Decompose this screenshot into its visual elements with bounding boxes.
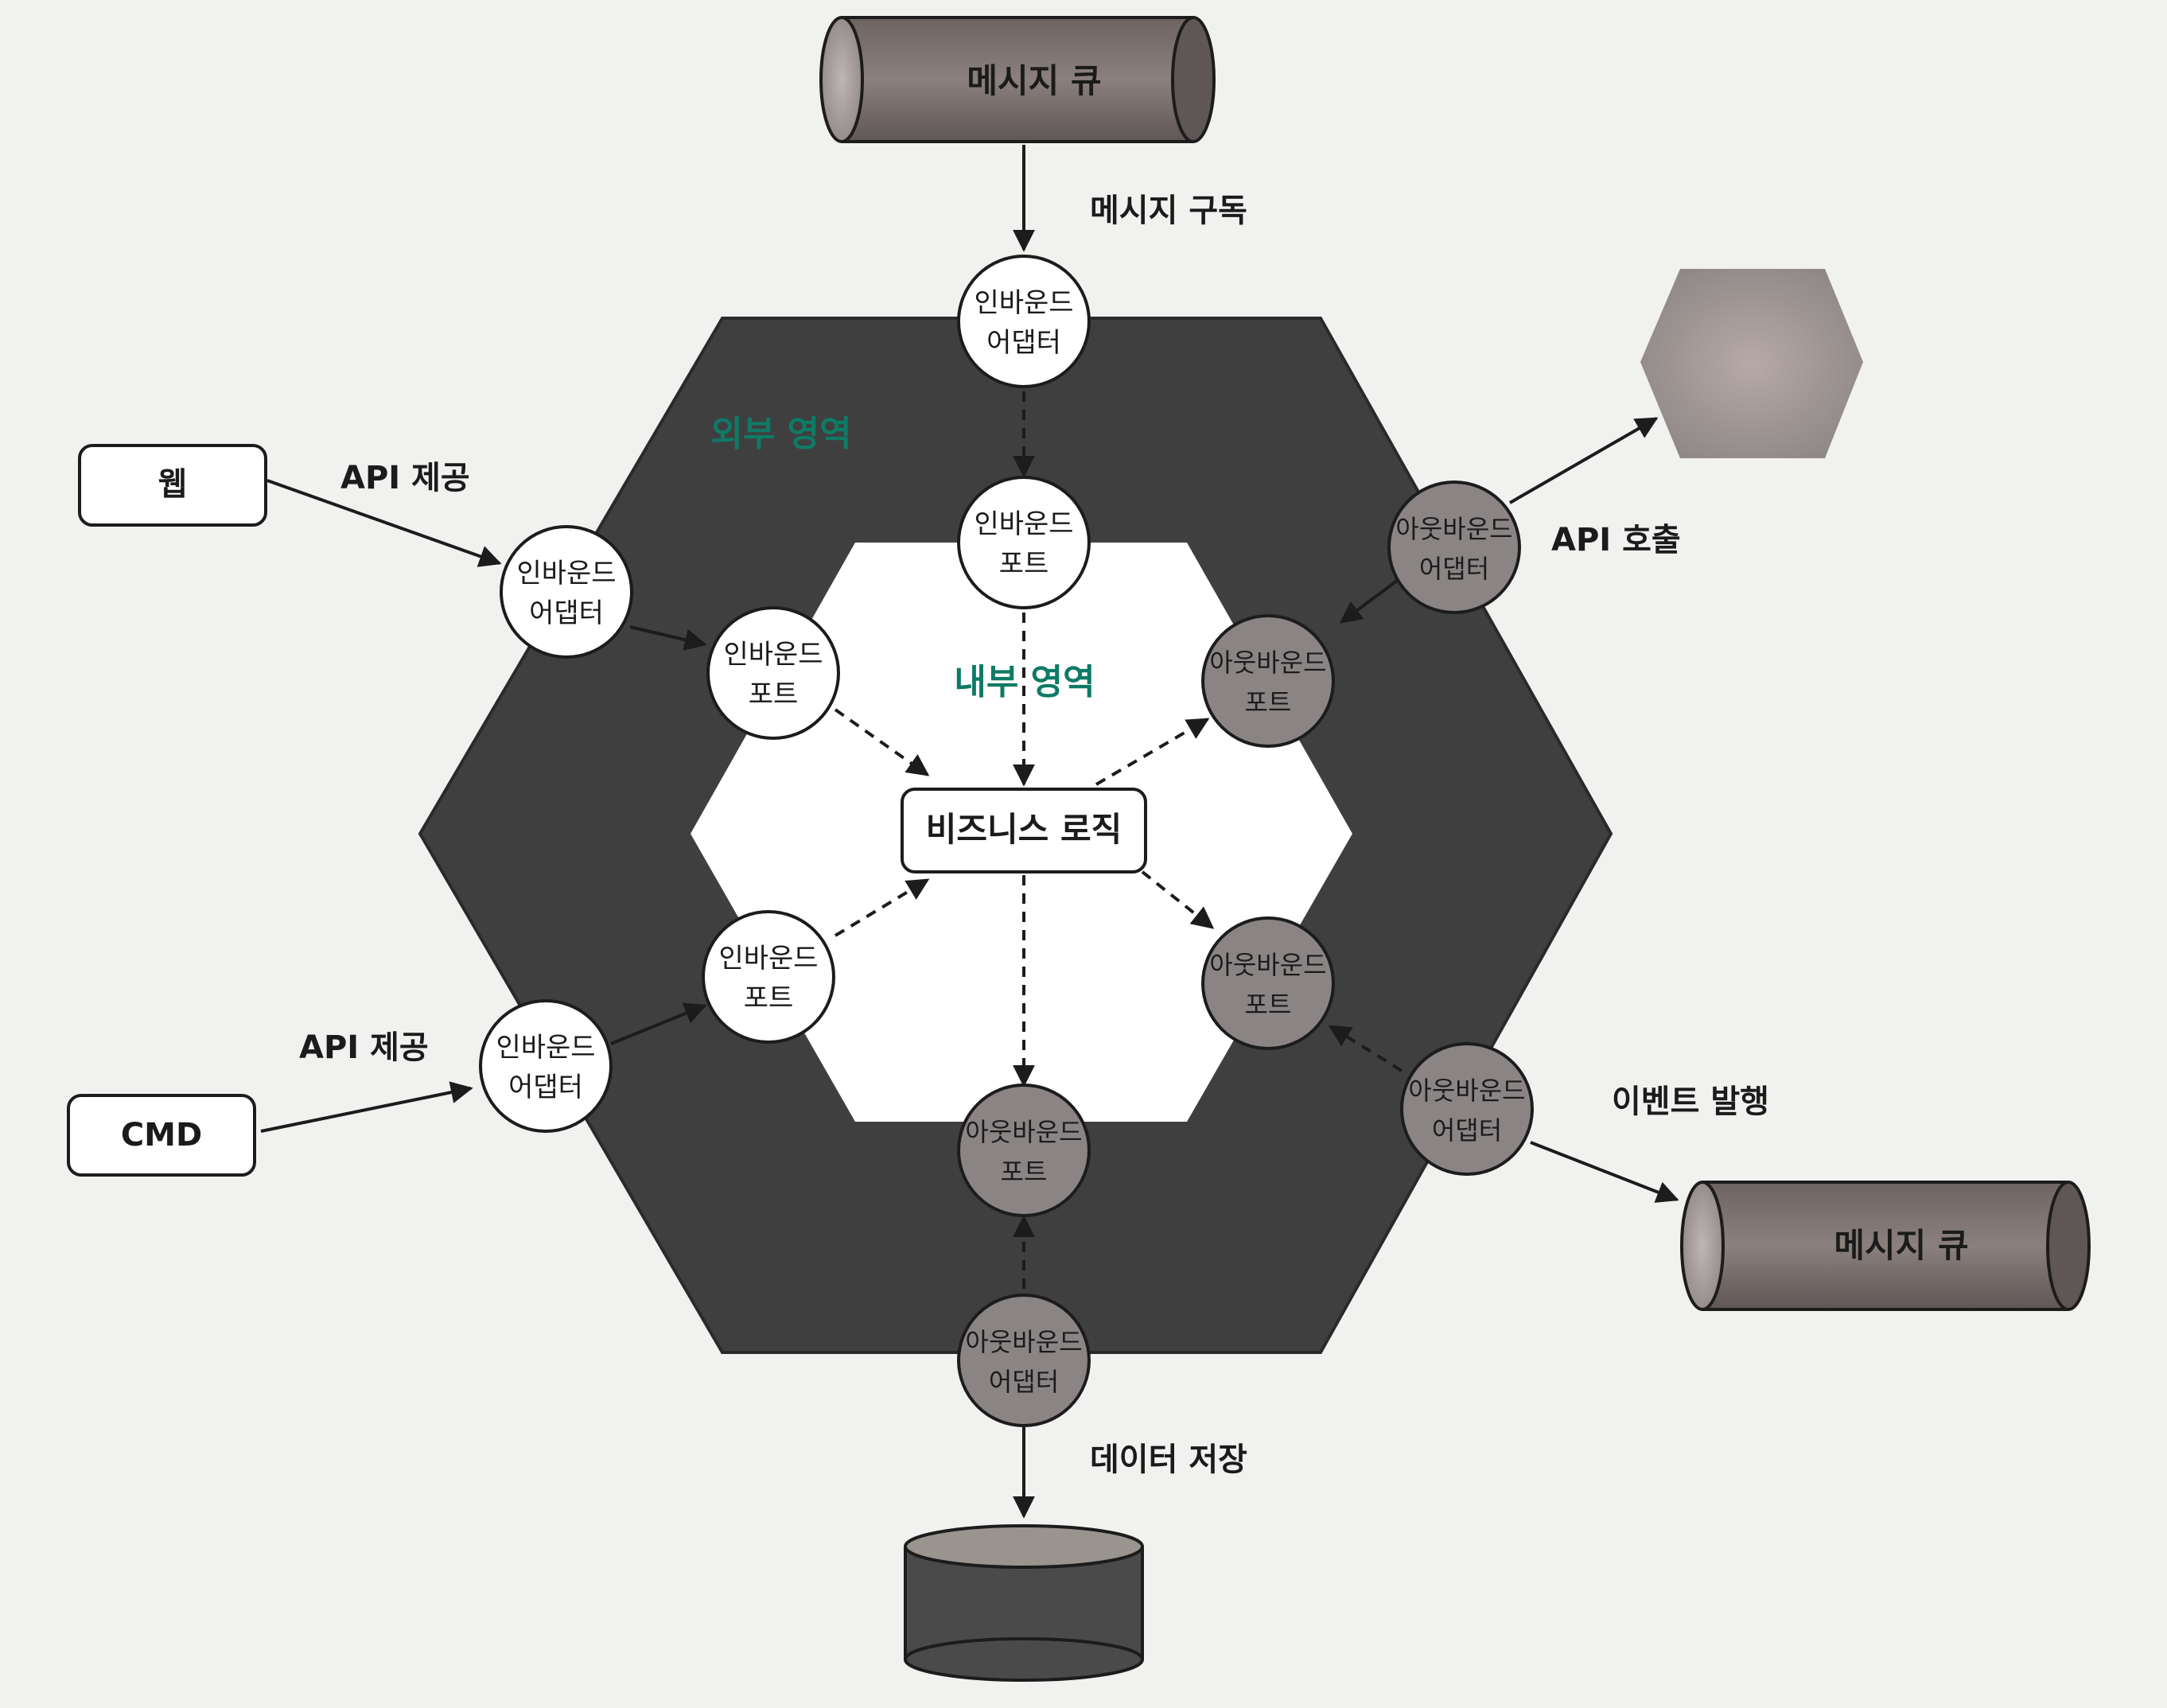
inbound-adapter-left-lower: 인바운드 어댑터 [479,999,613,1133]
web-client-box: 웹 [78,444,267,527]
node-line2: 어댑터 [1432,1115,1502,1146]
node-line1: 아웃바운드 [1209,648,1326,678]
arrow-right-lower-adapter-to-queue [1530,1141,1679,1203]
node-line1: 아웃바운드 [1209,950,1326,980]
external-system-hexagon [1640,269,1863,458]
arrow-cmd-to-adapter [260,1081,473,1133]
label-message-subscribe: 메시지 구독 [1090,193,1247,229]
label-api-provide-web: API 제공 [340,460,470,496]
arrow-left-adapter-to-port-upper [629,625,707,651]
node-line1: 인바운드 [723,639,823,671]
outbound-port-right-upper: 아웃바운드 포트 [1201,614,1335,748]
node-line2: 어댑터 [986,327,1061,359]
node-line2: 포트 [1245,687,1292,718]
queue-right-label: 메시지 큐 [1834,1226,1968,1265]
outbound-adapter-bottom: 아웃바운드 어댑터 [957,1294,1091,1427]
outer-zone-label: 외부 영역 [710,414,851,454]
cmd-client-label: CMD [121,1117,202,1154]
inbound-adapter-top: 인바운드 어댑터 [957,255,1091,388]
node-line2: 어댑터 [989,1367,1059,1397]
database-cylinder [904,1524,1144,1682]
label-api-provide-cmd: API 제공 [299,1029,429,1066]
inbound-adapter-left-upper: 인바운드 어댑터 [500,525,633,659]
outbound-port-bottom: 아웃바운드 포트 [957,1084,1091,1217]
arrow-web-to-adapter [266,479,502,567]
message-queue-top: 메시지 큐 [819,16,1216,143]
queue-top-label: 메시지 큐 [967,61,1101,100]
business-logic-label: 비즈니스 로직 [926,810,1122,849]
node-line2: 포트 [749,679,799,710]
inbound-port-top: 인바운드 포트 [957,476,1091,609]
label-event-publish: 이벤트 발행 [1612,1084,1769,1120]
arrow-right-adapter-to-external-hex [1509,417,1659,504]
label-api-call: API 호출 [1551,522,1681,558]
node-line2: 포트 [1245,990,1292,1020]
node-line2: 포트 [1001,1157,1048,1187]
message-queue-right: 메시지 큐 [1680,1181,2091,1311]
arrow-left-adapter-to-port-lower [610,1002,707,1045]
dash-logic-to-right-lower-port [1141,870,1215,929]
node-line1: 인바운드 [496,1032,595,1064]
node-line2: 포트 [999,548,1049,580]
node-line1: 아웃바운드 [1408,1076,1525,1106]
node-line2: 어댑터 [1419,554,1489,584]
dash-left-upper-port-to-logic [834,708,930,776]
node-line1: 인바운드 [974,508,1073,540]
cmd-client-box: CMD [67,1094,256,1177]
outbound-adapter-right-upper: 아웃바운드 어댑터 [1387,480,1521,614]
node-line2: 어댑터 [508,1072,583,1103]
node-line1: 인바운드 [718,943,818,975]
node-line1: 아웃바운드 [965,1117,1082,1147]
web-client-label: 웹 [158,466,188,503]
node-line2: 어댑터 [529,597,604,629]
node-line1: 인바운드 [974,287,1073,319]
node-line2: 포트 [744,982,794,1014]
label-data-store: 데이터 저장 [1090,1441,1247,1478]
dash-right-lower-adapter-to-port [1328,1025,1403,1072]
outbound-adapter-right-lower: 아웃바운드 어댑터 [1400,1042,1534,1176]
inbound-port-left-lower: 인바운드 포트 [702,910,835,1044]
dash-logic-to-right-upper-port [1095,718,1210,786]
inbound-port-left-upper: 인바운드 포트 [706,606,840,740]
arrow-right-adapter-to-port [1339,579,1399,624]
business-logic-box: 비즈니스 로직 [901,788,1147,873]
node-line1: 인바운드 [516,558,616,589]
outbound-port-right-lower: 아웃바운드 포트 [1201,916,1335,1050]
node-line1: 아웃바운드 [1395,514,1512,544]
node-line1: 아웃바운드 [965,1327,1082,1357]
